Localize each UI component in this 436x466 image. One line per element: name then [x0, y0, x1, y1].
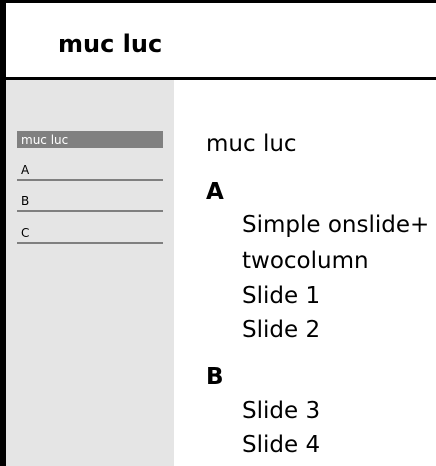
sidebar-item-b[interactable]: B	[17, 193, 163, 212]
sidebar-item-label: B	[21, 194, 30, 208]
slide-content: muc luc A Simple onslide+ twocolumn Slid…	[174, 80, 436, 466]
toc-entry[interactable]: Slide 2	[242, 317, 321, 343]
sidebar-item-label: C	[21, 226, 30, 240]
sidebar-item-c[interactable]: C	[17, 225, 163, 244]
toc-entry[interactable]: Slide 3	[242, 398, 321, 424]
slide-header: muc luc	[6, 3, 436, 77]
section-heading-a[interactable]: A	[206, 179, 224, 205]
header-divider	[6, 77, 436, 80]
toc-entry[interactable]: twocolumn	[242, 248, 369, 274]
sidebar-item-a[interactable]: A	[17, 162, 163, 181]
slide-frame: muc luc muc luc A B C muc luc A Simple o…	[6, 3, 436, 466]
toc-entry[interactable]: Slide 1	[242, 283, 321, 309]
sidebar-item-muc-luc[interactable]: muc luc	[17, 131, 163, 148]
section-heading-b[interactable]: B	[206, 364, 224, 390]
toc-entry[interactable]: Simple onslide+	[242, 212, 430, 238]
slide-title: muc luc	[206, 131, 297, 157]
toc-entry[interactable]: Slide 4	[242, 432, 321, 458]
sidebar-item-label: A	[21, 163, 30, 177]
sidebar-item-label: muc luc	[21, 133, 69, 147]
sidebar: muc luc A B C	[6, 80, 174, 466]
header-title: muc luc	[58, 30, 163, 58]
